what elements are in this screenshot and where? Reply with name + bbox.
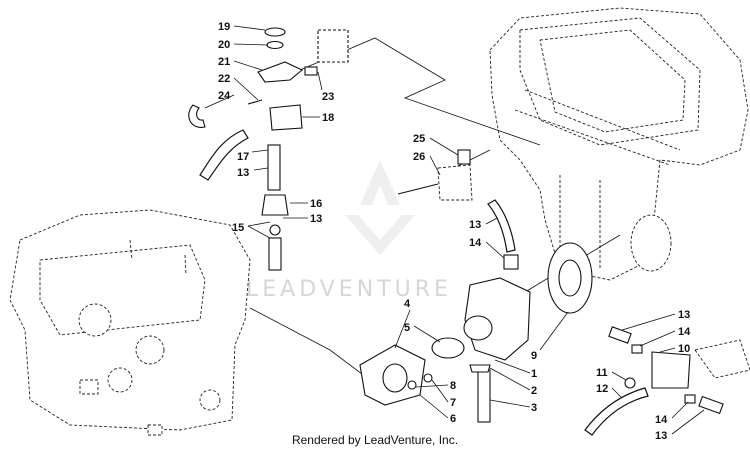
footer-credit: Rendered by LeadVenture, Inc. [291, 433, 459, 447]
watermark-logo [345, 160, 415, 255]
callout-20: 20 [218, 39, 230, 51]
part-10-fitting [651, 351, 691, 389]
part-8-nut [407, 380, 417, 390]
callout-9: 9 [531, 350, 537, 362]
callout-14c: 14 [655, 414, 668, 426]
callout-14a: 14 [469, 237, 482, 249]
callout-8: 8 [450, 380, 456, 392]
part-13-line-lower [268, 237, 282, 271]
callout-13b: 13 [310, 213, 322, 225]
callout-labels: 19 20 21 22 24 23 18 17 13 16 15 13 25 2… [204, 21, 705, 442]
part-12-hose [584, 387, 649, 436]
part-19-cap [264, 27, 286, 37]
solenoid-ghost [317, 29, 349, 63]
part-14-clamp-bottom [684, 394, 696, 404]
part-14-clamp [503, 254, 519, 270]
callout-13c: 13 [469, 219, 481, 231]
callout-25: 25 [413, 133, 425, 145]
callout-23: 23 [322, 91, 334, 103]
callout-15: 15 [232, 222, 244, 234]
part-26-bolt [397, 183, 439, 195]
callout-18: 18 [322, 112, 334, 124]
callout-22: 22 [218, 73, 230, 85]
pump-bracket-25-26 [397, 149, 473, 201]
part-20-washer [266, 40, 284, 50]
callout-7: 7 [450, 397, 456, 409]
part-3-drain-tube [477, 369, 491, 423]
part-14-clamp-top [631, 344, 643, 354]
part-13-short-line-top [608, 326, 632, 344]
part-13-short-line-bottom [698, 395, 724, 415]
part-17-hose [199, 129, 249, 181]
callout-5: 5 [404, 322, 410, 334]
callout-13e: 13 [655, 430, 667, 442]
callout-6: 6 [450, 413, 456, 425]
carburetor-assembly [359, 199, 593, 423]
part-24-clamp [188, 104, 206, 128]
part-5-clamp [431, 337, 465, 359]
callout-24: 24 [218, 90, 231, 102]
part-23-fitting [304, 66, 318, 76]
callout-13a: 13 [237, 167, 249, 179]
part-11-plug [624, 377, 636, 389]
callout-12: 12 [596, 383, 608, 395]
engine-ghost [9, 209, 251, 436]
callout-1: 1 [531, 368, 537, 380]
callout-16: 16 [310, 198, 322, 210]
fuel-pump-assembly [188, 27, 349, 271]
part-13-fuel-line [267, 144, 281, 191]
watermark-text: LEADVENTURE [246, 277, 452, 302]
callout-3: 3 [531, 402, 537, 414]
part-13-vent-hose [487, 199, 516, 253]
callout-26: 26 [413, 151, 425, 163]
part-18-pump [269, 104, 303, 131]
part-7-washer [423, 373, 433, 383]
part-2-clamp [469, 364, 491, 373]
callout-2: 2 [531, 385, 537, 397]
part-15-clamp [269, 224, 281, 236]
callout-14b: 14 [678, 326, 691, 338]
fuel-tank-ghost [489, 7, 749, 281]
callout-19: 19 [218, 21, 230, 33]
callout-11: 11 [596, 367, 608, 379]
choke-fitting-assembly [584, 326, 750, 436]
part-21-bracket [257, 61, 304, 83]
callout-21: 21 [218, 56, 230, 68]
callout-13d: 13 [678, 309, 690, 321]
part-25-spacer [457, 149, 471, 165]
part-16-filter [261, 194, 289, 216]
callout-4: 4 [404, 298, 411, 310]
callout-17: 17 [237, 151, 249, 163]
carb-inlet [463, 315, 493, 341]
callout-10: 10 [678, 343, 690, 355]
part-22-screw [247, 99, 263, 105]
